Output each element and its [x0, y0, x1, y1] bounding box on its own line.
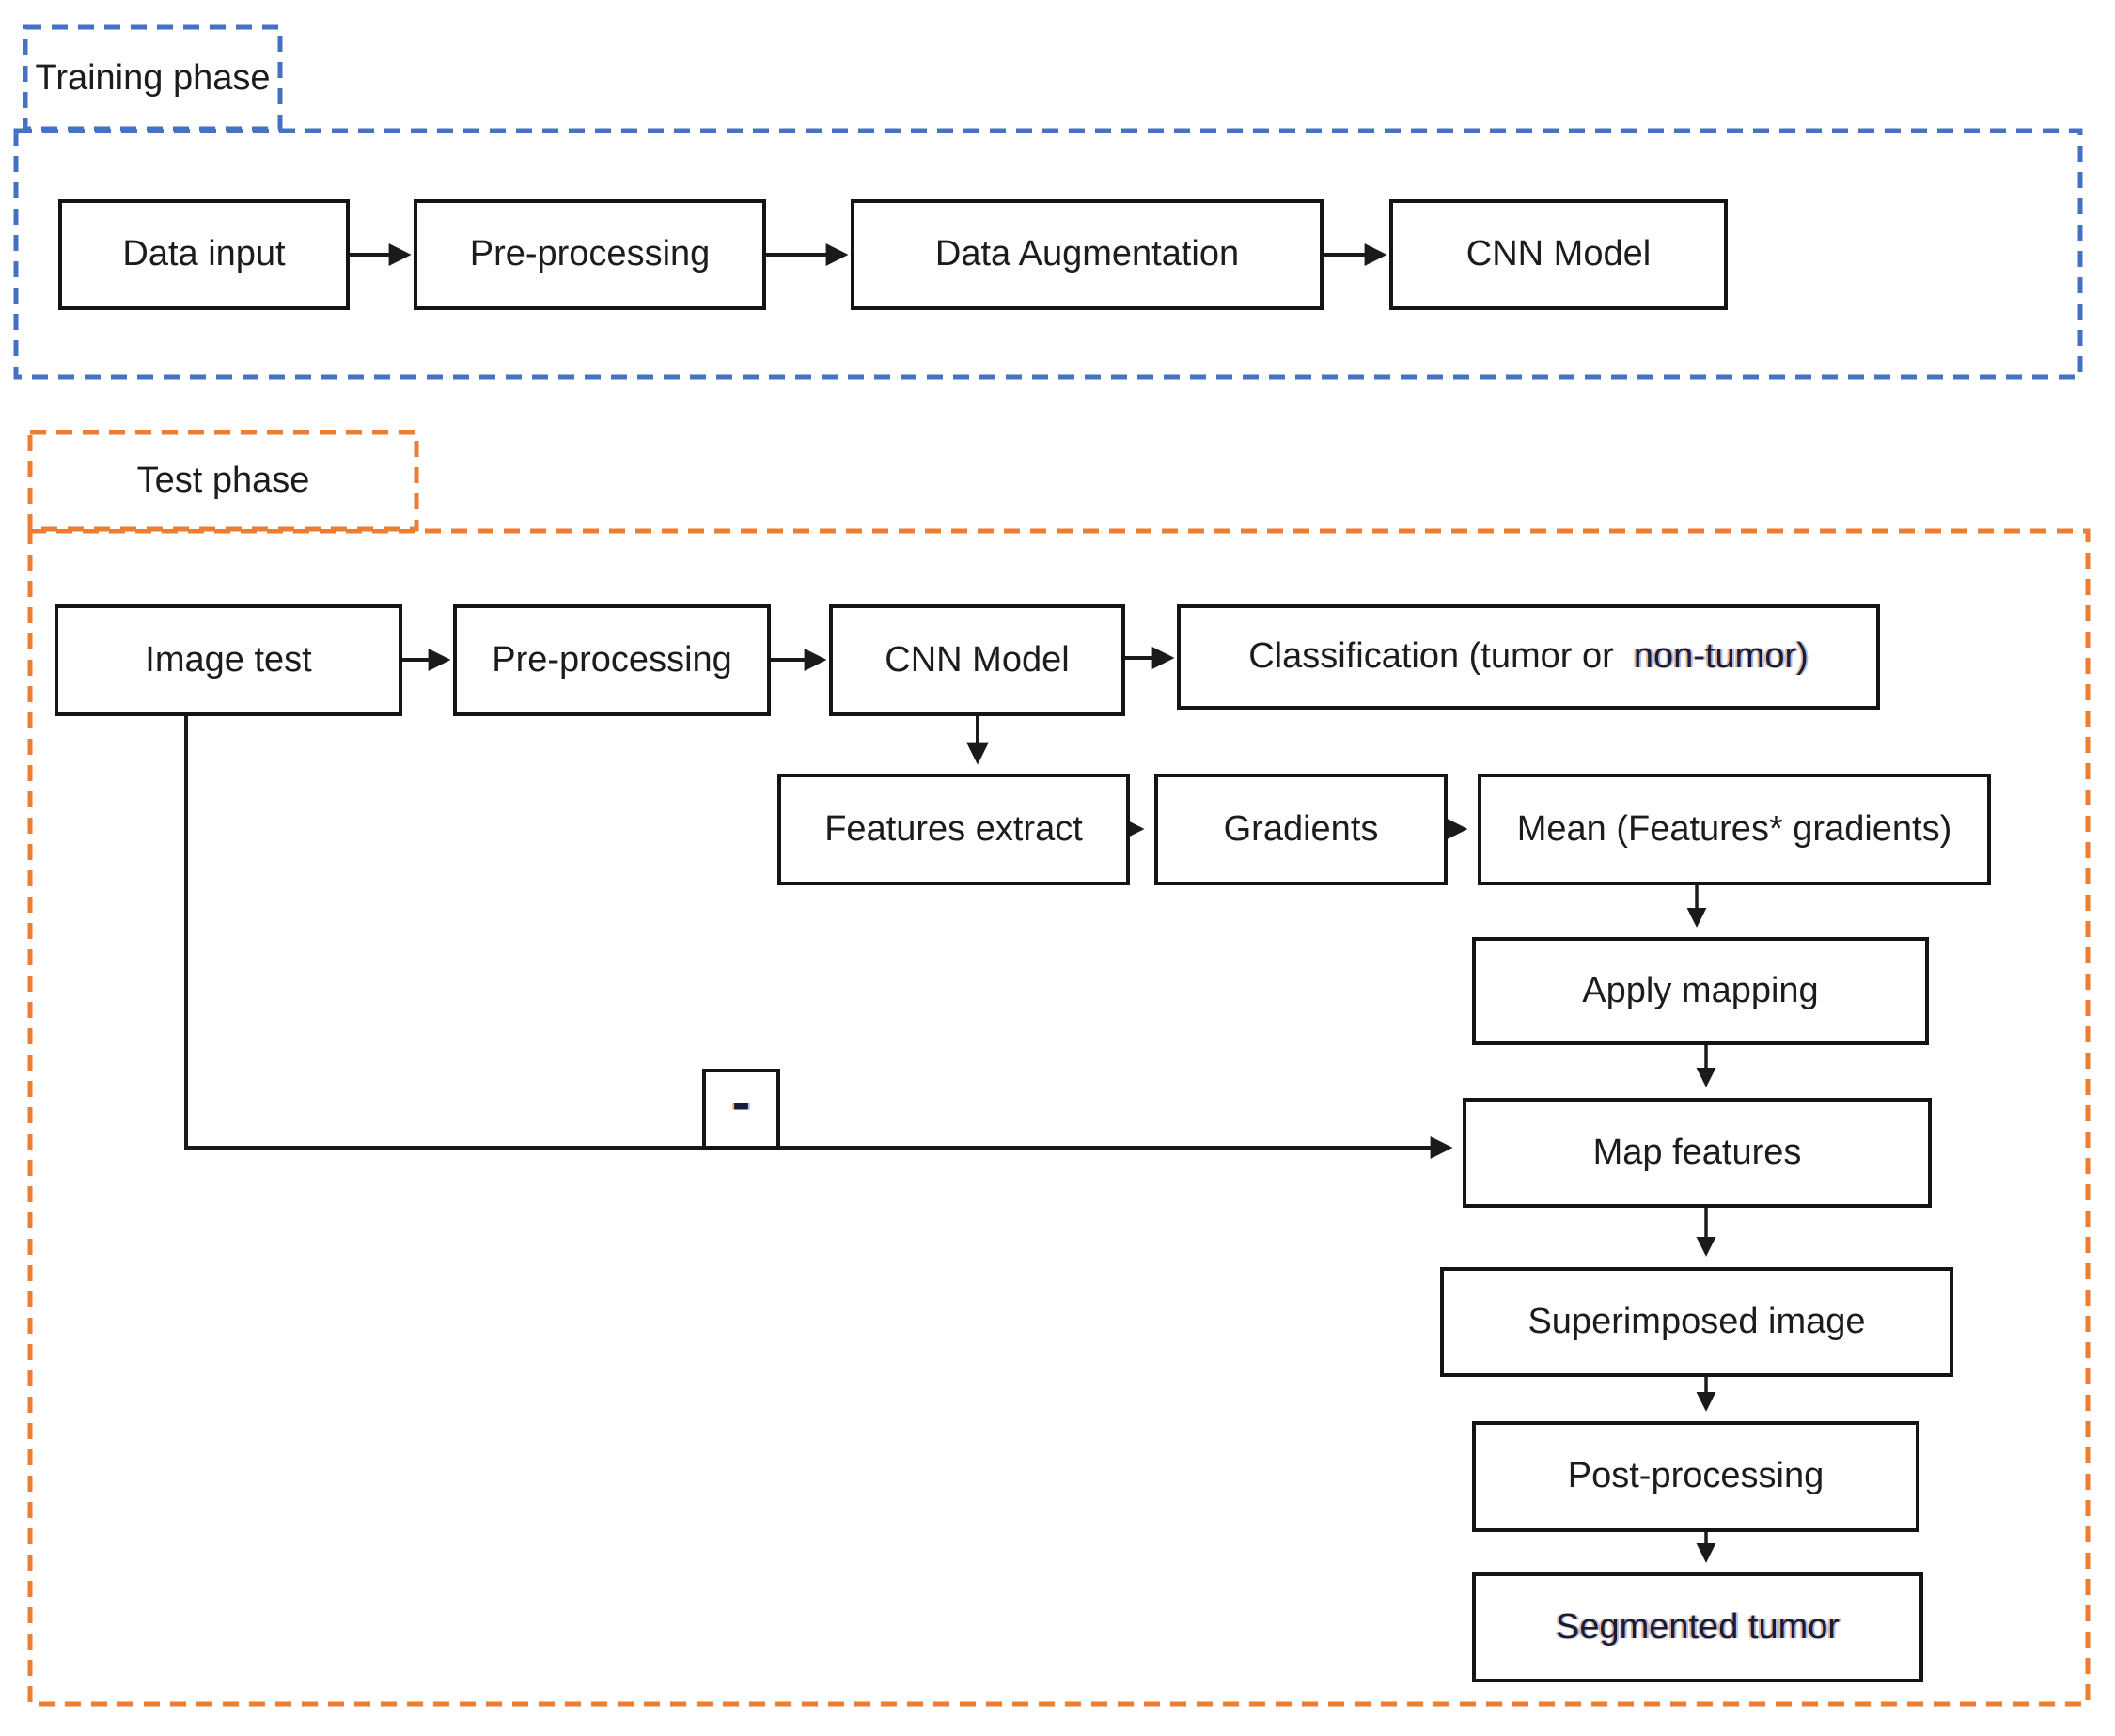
classification-label-nontumor: non-tumor) [1623, 636, 1809, 677]
classification-label-main: Classification (tumor or [1248, 636, 1624, 677]
node-cnn-model-test: CNN Model [829, 604, 1125, 716]
node-cnn-model-training: CNN Model [1389, 199, 1728, 310]
minus-operator-label: - [731, 1071, 751, 1134]
test-phase-region [27, 528, 2091, 1707]
test-phase-label: Test phase [136, 461, 310, 500]
training-phase-label: Training phase [35, 57, 271, 98]
node-map-features: Map features [1463, 1098, 1932, 1208]
node-minus-operator: - [702, 1069, 780, 1150]
segmented-tumor-label: Segmented tumor [1555, 1606, 1841, 1647]
node-classification: Classification (tumor or non-tumor) [1177, 604, 1880, 710]
node-mean-features-gradients: Mean (Features* gradients) [1478, 774, 1991, 885]
node-gradients: Gradients [1154, 774, 1448, 885]
node-post-processing: Post-processing [1472, 1421, 1919, 1532]
node-segmented-tumor: Segmented tumor [1472, 1572, 1923, 1682]
arrow-imagetest-mapfeatures [184, 716, 1453, 1159]
node-data-augmentation: Data Augmentation [851, 199, 1324, 310]
node-superimposed-image: Superimposed image [1440, 1267, 1953, 1377]
node-apply-mapping: Apply mapping [1472, 937, 1929, 1045]
node-data-input: Data input [58, 199, 350, 310]
training-phase-label-box [23, 24, 283, 132]
test-phase-label-box [27, 430, 419, 532]
training-phase-region [13, 128, 2083, 380]
node-pre-processing-training: Pre-processing [414, 199, 766, 310]
node-pre-processing-test: Pre-processing [453, 604, 771, 716]
node-features-extract: Features extract [777, 774, 1130, 885]
node-image-test: Image test [55, 604, 402, 716]
